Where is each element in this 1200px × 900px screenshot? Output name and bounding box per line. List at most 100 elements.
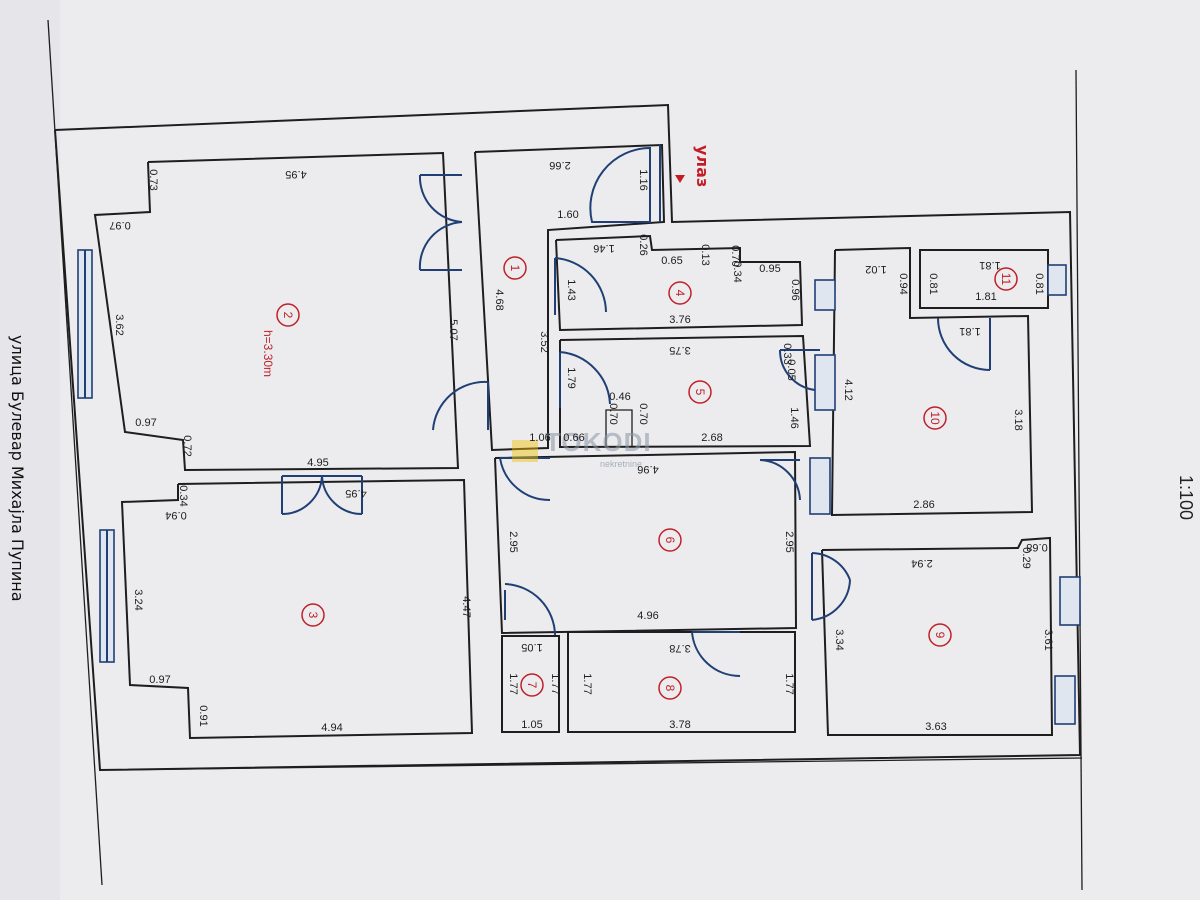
- room-marker-circle: [928, 623, 952, 647]
- dimension-label: 1.77: [581, 673, 593, 694]
- dimension-label: 0.81: [1033, 273, 1045, 294]
- dimension-label: 0.13: [699, 244, 711, 265]
- dimension-label: 1.60: [557, 209, 578, 221]
- room-8-outline: [567, 631, 796, 733]
- dimension-label: 4.68: [493, 289, 505, 310]
- watermark-logo-icon: [512, 440, 538, 462]
- room-marker-circle: [658, 528, 682, 552]
- room-number-7: 7: [525, 682, 539, 689]
- windows: [77, 249, 1081, 725]
- dimension-label: 4.12: [842, 379, 854, 400]
- paper-sheet: [60, 0, 1200, 900]
- scale-label: 1:100: [1176, 475, 1196, 520]
- room-number-2: 2: [281, 312, 295, 319]
- dimension-label: 0.73: [147, 169, 159, 190]
- dimension-label: 0.95: [759, 263, 780, 275]
- dimension-label: 0.91: [197, 705, 209, 726]
- dimension-label: 1.05: [521, 641, 542, 653]
- room-number-5: 5: [693, 389, 707, 396]
- dimension-label: 1.02: [865, 263, 886, 275]
- dimension-label: 1.81: [979, 259, 1000, 271]
- dimension-label: 1.81: [975, 291, 996, 303]
- dimension-label: 0.70: [607, 403, 619, 424]
- room-number-11: 11: [999, 273, 1013, 286]
- dimension-label: 0.97: [109, 219, 130, 231]
- room-6-outline: [494, 450, 798, 635]
- room-1-outline: [474, 143, 666, 452]
- dimension-label: 3.78: [669, 719, 690, 731]
- dimension-label: 1.46: [788, 407, 800, 428]
- dimension-label: 0.66: [563, 432, 584, 444]
- room-number-4: 4: [673, 290, 687, 297]
- dimension-label: 1.77: [507, 673, 519, 694]
- dimension-label: 0.05: [785, 359, 797, 380]
- room-number-8: 8: [663, 685, 677, 692]
- dimension-label: 4.96: [637, 463, 658, 475]
- room-marker-circle: [301, 603, 325, 627]
- dimension-label: 0.72: [181, 435, 193, 456]
- dimension-label: 3.18: [1012, 409, 1024, 430]
- dimension-label: 4.96: [637, 610, 658, 622]
- dimension-label: 0.34: [731, 261, 743, 282]
- watermark-brand: TOKODI: [545, 427, 652, 457]
- dimension-label: 1.77: [783, 673, 795, 694]
- watermark-sub: nekretnine: [600, 459, 642, 469]
- doors: [281, 145, 991, 678]
- dimension-label: 2.66: [549, 159, 570, 171]
- dimension-label: 3.78: [669, 642, 690, 654]
- outer-walls: [54, 103, 1082, 772]
- dimension-label: 0.81: [927, 273, 939, 294]
- room-marker-circle: [276, 303, 300, 327]
- street-label: улица Булевар Михајла Пупина: [8, 335, 27, 602]
- dimension-label: 4.95: [307, 457, 328, 469]
- dimension-label: 3.34: [833, 629, 845, 650]
- room-7-outline: [501, 635, 560, 733]
- entrance-label: улаз: [693, 145, 712, 187]
- dimension-label: 1.46: [593, 242, 614, 254]
- dimension-label: 0.65: [661, 255, 682, 267]
- dimension-label: 0.96: [789, 279, 801, 300]
- dimension-label: 4.95: [285, 168, 306, 180]
- room-number-1: 1: [508, 265, 522, 272]
- room-number-6: 6: [663, 537, 677, 544]
- watermark: TOKODI nekretnine: [512, 427, 652, 469]
- dimension-label: 3.24: [132, 589, 144, 610]
- room-marker-circle: [520, 673, 544, 697]
- dimension-label: 0.68: [1026, 541, 1047, 553]
- dimension-label: 0.94: [897, 273, 909, 294]
- dimension-label: 0.94: [165, 509, 186, 521]
- dimension-label: 0.33: [781, 343, 793, 364]
- dimension-label: 2.68: [701, 432, 722, 444]
- room-marker-circle: [658, 676, 682, 700]
- dimension-label: 1.06: [529, 432, 550, 444]
- dimension-label: 3.62: [113, 314, 125, 335]
- dimension-label: 4.94: [321, 722, 342, 734]
- room-9-outline: [821, 536, 1054, 736]
- room-number-10: 10: [928, 411, 942, 425]
- room-marker-circle: [994, 267, 1018, 291]
- room-4-outline: [555, 234, 804, 332]
- dimension-label: 2.95: [783, 531, 795, 552]
- room-2-outline: [93, 151, 460, 472]
- dimension-label: 2.86: [913, 499, 934, 511]
- room-number-9: 9: [933, 632, 947, 639]
- dimension-label: 1.81: [959, 325, 980, 337]
- room-marker-circle: [503, 256, 527, 280]
- room-10-outline: [830, 246, 1034, 517]
- dimension-label: 0.97: [135, 417, 156, 429]
- dimension-label: 1.43: [565, 279, 577, 300]
- room-number-3: 3: [306, 612, 320, 619]
- dimension-label: 1.05: [521, 719, 542, 731]
- dimension-label: 1.16: [637, 169, 649, 190]
- dimension-label: 5.07: [447, 319, 459, 340]
- dimension-label: 1.77: [549, 673, 561, 694]
- dimension-label: 0.97: [149, 674, 170, 686]
- dimension-label: 3.52: [538, 331, 550, 352]
- dimension-label: 0.29: [1020, 547, 1032, 568]
- room-marker-circle: [668, 281, 692, 305]
- room-2-height-note: h=3.30m: [261, 330, 275, 377]
- dimension-label: 4.95: [345, 487, 366, 499]
- dimension-label: 0.70: [637, 403, 649, 424]
